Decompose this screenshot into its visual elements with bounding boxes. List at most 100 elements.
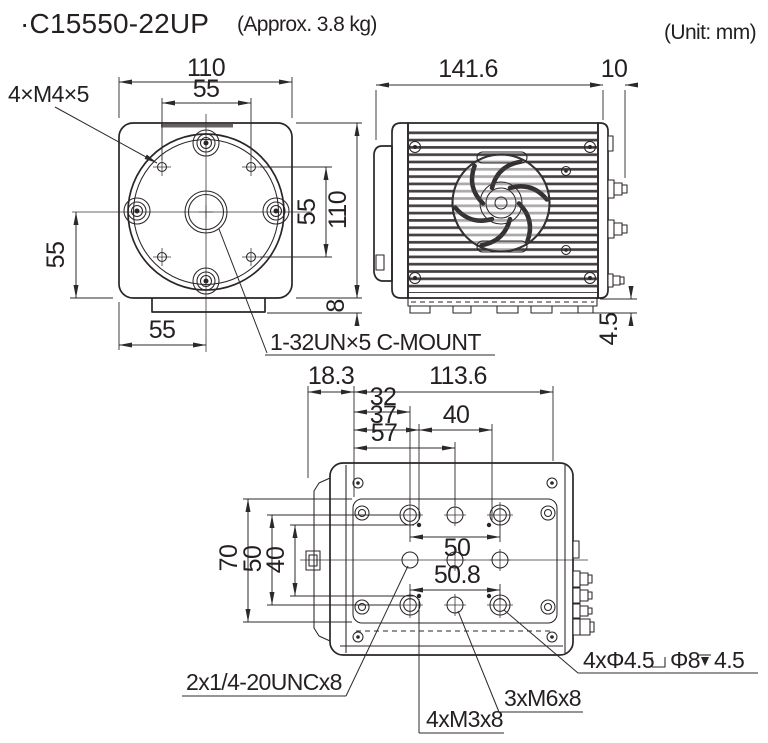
unc-callout: 2x1/4-20UNCx8 (182, 565, 409, 697)
lens-clip-inner (308, 554, 318, 567)
bottom-view: 18.3 113.6 32 37 40 57 (182, 362, 758, 734)
svg-text:141.6: 141.6 (438, 55, 498, 83)
dim-front-height: 110 (296, 122, 362, 299)
dim-front-right-hole-span: 55 (260, 166, 332, 258)
cbore-leader (503, 609, 579, 674)
dim-front-tab-height: 8 (267, 285, 362, 326)
depth-icon (699, 654, 711, 666)
cmount-label: 1-32UN×5 C-MOUNT (270, 329, 481, 355)
svg-text:40: 40 (262, 547, 290, 574)
bottom-body-screws (352, 477, 558, 643)
screw-boss-left (123, 197, 151, 225)
dim-50-8: 50.8 (409, 561, 501, 600)
bottom-view-connectors (572, 540, 595, 636)
dim-32: 32 (354, 383, 410, 415)
bottom-plate-side (407, 297, 598, 314)
flange-inner-circle (132, 138, 280, 286)
dim-40-vertical: 40 (262, 525, 298, 596)
svg-text:50: 50 (239, 546, 267, 573)
m6-callout: 3xM6x8 (457, 610, 583, 713)
dim-70: 70 (215, 499, 251, 622)
fan-slot-top (476, 151, 528, 164)
rear-end-cap (597, 122, 609, 299)
m6-leader (457, 610, 500, 713)
camera-front-body (118, 122, 293, 299)
dim-flange-offset: 18.3 (308, 362, 355, 395)
lens-clip-bottom (305, 550, 321, 571)
model-number: ·C15550-22UP (20, 8, 209, 39)
front-view: 110 55 55 55 55 (8, 54, 495, 356)
m4-label: 4×M4×5 (8, 81, 89, 107)
svg-text:50.8: 50.8 (434, 561, 480, 589)
svg-text:55: 55 (293, 199, 321, 226)
dim-foot-height: 4.5 (560, 286, 637, 346)
m4-holes (153, 158, 260, 266)
plate-screws (354, 505, 556, 615)
svg-text:32: 32 (370, 383, 397, 411)
edge-bump (572, 540, 580, 559)
m3-label: 4xM3x8 (426, 706, 503, 732)
cbore-callout: 4xΦ4.5 Φ8 4.5 (503, 609, 758, 674)
camera-bottom-body (329, 462, 574, 656)
unit-note: (Unit: mm) (664, 21, 756, 44)
dim-front-width: 110 (118, 54, 293, 118)
m4-callout: 4×M4×5 (8, 81, 158, 164)
c-mount-hole (184, 190, 228, 234)
sma-connector-2 (607, 219, 628, 239)
m3-callout: 4xM3x8 (418, 599, 504, 734)
svg-text:55: 55 (149, 316, 176, 344)
cbore-label-depth: 4.5 (714, 647, 744, 673)
screw-boss-top (192, 129, 220, 157)
svg-text:55: 55 (193, 75, 220, 103)
lens-mount-bottom (313, 477, 331, 642)
svg-text:37: 37 (370, 401, 397, 429)
dim-connector-protrusion: 10 (590, 55, 638, 178)
side-panel-screws (408, 140, 597, 285)
svg-text:10: 10 (601, 55, 628, 83)
cmount-callout: 1-32UN×5 C-MOUNT (218, 228, 495, 356)
unc-leader (345, 565, 409, 697)
svg-text:4.5: 4.5 (595, 313, 623, 346)
lens-mount-clip (375, 254, 385, 271)
dim-side-length: 141.6 (375, 55, 604, 140)
sma-connector-1 (607, 179, 628, 199)
dim-front-hole-span-top: 55 (161, 75, 252, 160)
title-block: ·C15550-22UP (Approx. 3.8 kg) (Unit: mm) (20, 8, 757, 44)
c-mount-crosshair (199, 205, 213, 219)
top-vent-strip (161, 124, 233, 128)
screw-boss-right (262, 197, 290, 225)
bottom-foot-tab (151, 298, 266, 313)
rear-connectors (607, 135, 628, 288)
cmount-leader-line (218, 228, 268, 354)
dim-body-length: 113.6 (354, 362, 553, 395)
svg-text:40: 40 (443, 401, 470, 429)
dim-front-left: 55 (42, 212, 113, 299)
m6-holes (444, 504, 466, 616)
svg-text:113.6: 113.6 (429, 362, 487, 390)
svg-text:50: 50 (444, 534, 471, 562)
dim-50-between-holes: 50 (409, 522, 501, 562)
counterbore-icon (651, 657, 666, 668)
dim-57: 57 (354, 419, 455, 451)
svg-text:57: 57 (371, 419, 398, 447)
svg-text:8: 8 (322, 299, 350, 312)
dim-left-vertical-chain: 70 50 40 (215, 498, 414, 623)
svg-text:110: 110 (187, 54, 225, 82)
svg-text:110: 110 (324, 191, 352, 229)
svg-text:18.3: 18.3 (308, 362, 354, 390)
cbore-label-prefix: 4xΦ4.5 (583, 647, 654, 673)
m4-leader-line (54, 106, 158, 164)
fan-slot-bottom (476, 240, 528, 253)
dim-front-bottom: 55 (118, 302, 206, 350)
m3-holes (416, 522, 492, 599)
svg-text:55: 55 (42, 242, 70, 269)
weight-note: (Approx. 3.8 kg) (237, 13, 377, 36)
svg-text:70: 70 (215, 545, 243, 572)
unc-label: 2x1/4-20UNCx8 (186, 669, 342, 695)
dim-bottom-top-chain: 18.3 113.6 32 37 40 57 (307, 362, 554, 520)
dim-37: 37 (354, 401, 419, 433)
cooling-fan (451, 151, 551, 253)
screw-boss-bottom (192, 267, 220, 295)
